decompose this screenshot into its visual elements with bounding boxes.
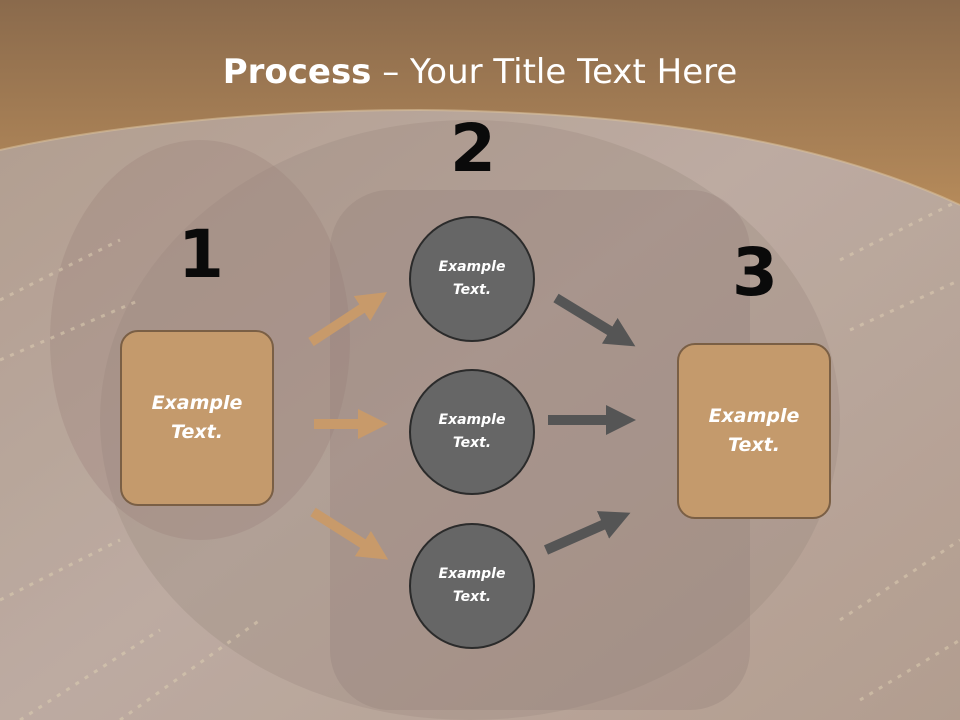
- step-number-1: 1: [178, 216, 224, 293]
- left-box-line2: Text.: [171, 421, 223, 443]
- circle-top-line1: Example: [438, 259, 506, 275]
- left-box-line1: Example: [151, 392, 243, 414]
- right-process-box: Example Text.: [677, 343, 831, 519]
- right-box-line2: Text.: [728, 434, 780, 456]
- left-process-box: Example Text.: [120, 330, 274, 506]
- title-rest: – Your Title Text Here: [371, 52, 738, 92]
- circle-bottom-line1: Example: [438, 566, 506, 582]
- step-number-3: 3: [732, 234, 778, 311]
- process-circle-bottom: Example Text.: [409, 523, 535, 649]
- circle-top-line2: Text.: [452, 282, 492, 298]
- circle-bottom-line2: Text.: [452, 589, 492, 605]
- circle-middle-line1: Example: [438, 412, 506, 428]
- circle-middle-line2: Text.: [452, 435, 492, 451]
- process-circle-top: Example Text.: [409, 216, 535, 342]
- slide-title: Process – Your Title Text Here: [0, 52, 960, 92]
- right-box-line1: Example: [708, 405, 800, 427]
- process-circle-middle: Example Text.: [409, 369, 535, 495]
- title-bold: Process: [222, 52, 372, 92]
- step-number-2: 2: [450, 110, 496, 187]
